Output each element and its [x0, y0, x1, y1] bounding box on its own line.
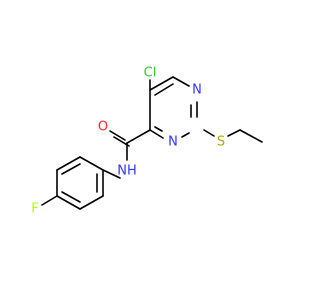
- bond-ar-inner-2: [61, 191, 81, 203]
- pyrimidine-n1-label: N: [192, 83, 202, 98]
- bond-c5-c6: [149, 76, 174, 91]
- bonds: [41, 76, 263, 210]
- bond-c2-n3: [181, 132, 190, 138]
- carbonyl-oxygen-label: O: [98, 120, 108, 135]
- bond-n3-c4-inner: [154, 126, 163, 132]
- bond-ar-4: [56, 195, 81, 210]
- fluorine-label: F: [31, 202, 38, 217]
- bond-ar-inner-1: [61, 163, 81, 175]
- bond-ar-5: [79, 195, 104, 210]
- amide-nh-label: NH: [117, 164, 137, 179]
- molecule-diagram: Cl N N O NH S F: [31, 66, 263, 217]
- bond-ch2-ch3: [239, 129, 263, 143]
- bond-n3-c4: [149, 129, 164, 139]
- bond-ar-f: [41, 195, 58, 206]
- chlorine-label: Cl: [144, 66, 157, 81]
- bond-c2-s: [203, 129, 215, 137]
- bond-c4-carbonyl: [126, 129, 151, 144]
- bond-c5-c6-inner: [154, 83, 174, 96]
- atom-labels: Cl N N O NH S F: [31, 66, 225, 217]
- bond-ar-1: [79, 156, 104, 171]
- sulfur-label: S: [217, 135, 225, 150]
- bond-n-aryl: [102, 169, 121, 179]
- bond-c6-n1: [172, 76, 190, 87]
- bond-s-ch2: [227, 129, 241, 137]
- bond-carbonyl-o-a: [109, 130, 126, 141]
- bond-ar-2: [56, 156, 81, 171]
- pyrimidine-n3-label: N: [168, 135, 178, 150]
